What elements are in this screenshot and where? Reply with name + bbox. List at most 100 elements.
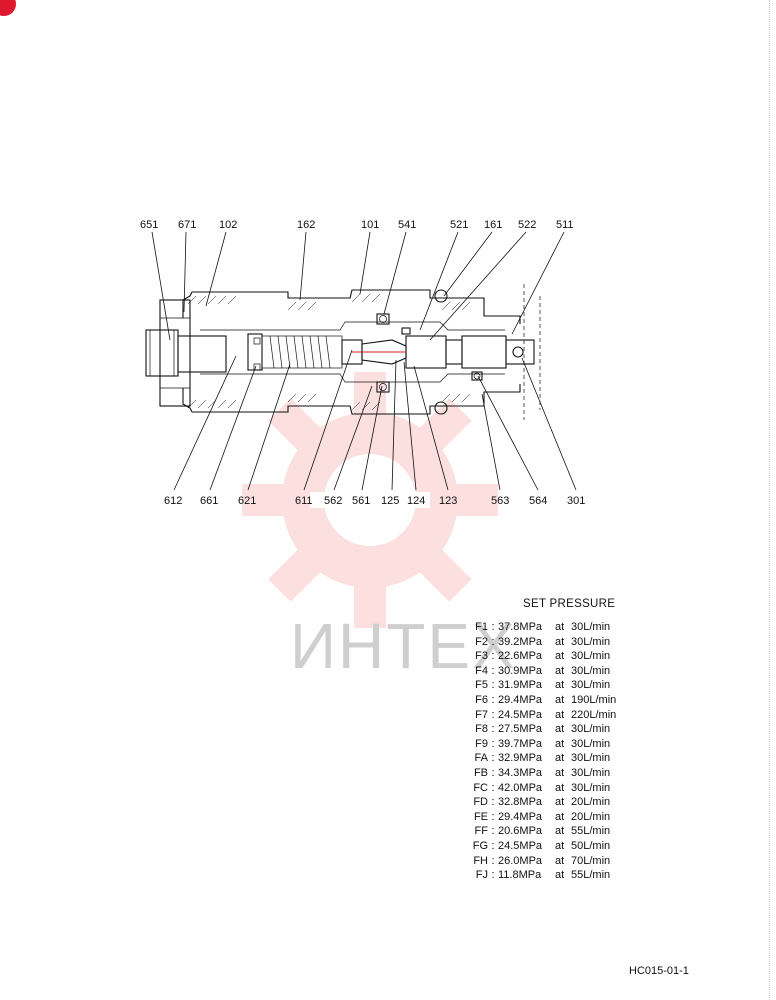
pressure-row: F6:29.4MPa at 190L/min	[469, 693, 616, 708]
pressure-separator: :	[491, 839, 495, 852]
callout-611: 611	[295, 495, 313, 507]
pressure-at: at	[555, 766, 565, 779]
pressure-separator: :	[491, 752, 495, 765]
pressure-flow: 55L/min	[571, 869, 611, 882]
pressure-separator: :	[491, 708, 495, 721]
pressure-flow: 20L/min	[571, 810, 611, 823]
pressure-at: at	[555, 869, 565, 882]
pressure-separator: :	[491, 635, 495, 648]
pressure-separator: :	[491, 693, 495, 706]
pressure-flow: 70L/min	[571, 854, 611, 867]
pressure-separator: :	[491, 664, 495, 677]
pressure-at: at	[555, 664, 565, 677]
pressure-flow: 30L/min	[571, 650, 611, 663]
pressure-separator: :	[491, 796, 495, 809]
pressure-at: at	[555, 737, 565, 750]
pressure-separator: :	[491, 650, 495, 663]
pressure-at: at	[555, 839, 565, 852]
pressure-flow: 30L/min	[571, 635, 611, 648]
pressure-flow: 30L/min	[571, 723, 611, 736]
adjusting-plug	[145, 299, 227, 407]
callouts-bottom: 612 661 621 611 562 561 125 124 123 563 …	[164, 495, 585, 507]
callout-161: 161	[484, 219, 502, 231]
pressure-value: 34.3MPa	[498, 766, 543, 779]
pressure-at: at	[555, 781, 565, 794]
callout-562: 562	[324, 495, 342, 507]
pressure-flow: 30L/min	[571, 621, 611, 633]
callout-612: 612	[164, 495, 182, 507]
pressure-at: at	[555, 693, 565, 706]
pressure-separator: :	[491, 621, 495, 633]
pressure-value: 29.4MPa	[498, 810, 543, 823]
pressure-at: at	[555, 796, 565, 809]
pressure-at: at	[555, 708, 565, 721]
pressure-code: FA	[474, 752, 488, 765]
callout-521: 521	[450, 219, 468, 231]
pressure-separator: :	[491, 737, 495, 750]
pressure-flow: 30L/min	[571, 679, 611, 692]
pressure-flow: 30L/min	[571, 781, 611, 794]
leader-lines	[151, 231, 577, 491]
pressure-value: 24.5MPa	[498, 839, 543, 852]
pressure-flow: 55L/min	[571, 825, 611, 838]
pressure-at: at	[555, 723, 565, 736]
pressure-code: F6	[475, 693, 488, 706]
pressure-code: FE	[473, 810, 488, 823]
pressure-flow: 190L/min	[571, 693, 617, 706]
pressure-code: FJ	[475, 869, 488, 882]
pressure-code: FG	[472, 839, 488, 852]
pressure-value: 30.9MPa	[498, 664, 543, 677]
callout-563: 563	[491, 495, 509, 507]
pressure-value: 20.6MPa	[498, 825, 543, 838]
callout-561: 561	[352, 495, 370, 507]
pressure-code: FD	[473, 796, 488, 809]
pressure-value: 11.8MPa	[498, 869, 542, 882]
seals	[253, 289, 483, 415]
callout-125: 125	[381, 495, 399, 507]
pressure-separator: :	[491, 869, 495, 882]
callout-671: 671	[178, 219, 196, 231]
pressure-separator: :	[491, 723, 495, 736]
pressure-row: FG:24.5MPa at 50L/min	[469, 839, 616, 854]
pressure-code: F2	[475, 635, 488, 648]
watermark-text: ИНТЕХ	[290, 610, 517, 682]
callout-661: 661	[200, 495, 218, 507]
corner-mark	[0, 0, 16, 16]
pressure-at: at	[555, 854, 565, 867]
pressure-separator: :	[491, 781, 495, 794]
pressure-value: 24.5MPa	[498, 708, 543, 721]
pressure-flow: 30L/min	[571, 664, 611, 677]
callouts-top: 651 671 102 162 101 541 521 161 522 511	[140, 219, 574, 231]
pressure-flow: 30L/min	[571, 737, 611, 750]
set-pressure-title: SET PRESSURE	[523, 598, 616, 610]
pressure-value: 32.8MPa	[498, 796, 543, 809]
pressure-value: 31.9MPa	[498, 679, 543, 692]
pressure-at: at	[555, 650, 565, 663]
pressure-at: at	[555, 752, 565, 765]
pressure-flow: 220L/min	[571, 708, 617, 721]
callout-102: 102	[219, 219, 237, 231]
callout-123: 123	[439, 495, 457, 507]
pressure-flow: 30L/min	[571, 752, 611, 765]
pressure-value: 29.4MPa	[498, 693, 543, 706]
pressure-code: FC	[473, 781, 488, 794]
callout-162: 162	[297, 219, 315, 231]
pressure-code: F5	[475, 679, 488, 692]
pressure-flow: 50L/min	[571, 839, 611, 852]
pressure-at: at	[555, 810, 565, 823]
pressure-at: at	[555, 635, 565, 648]
